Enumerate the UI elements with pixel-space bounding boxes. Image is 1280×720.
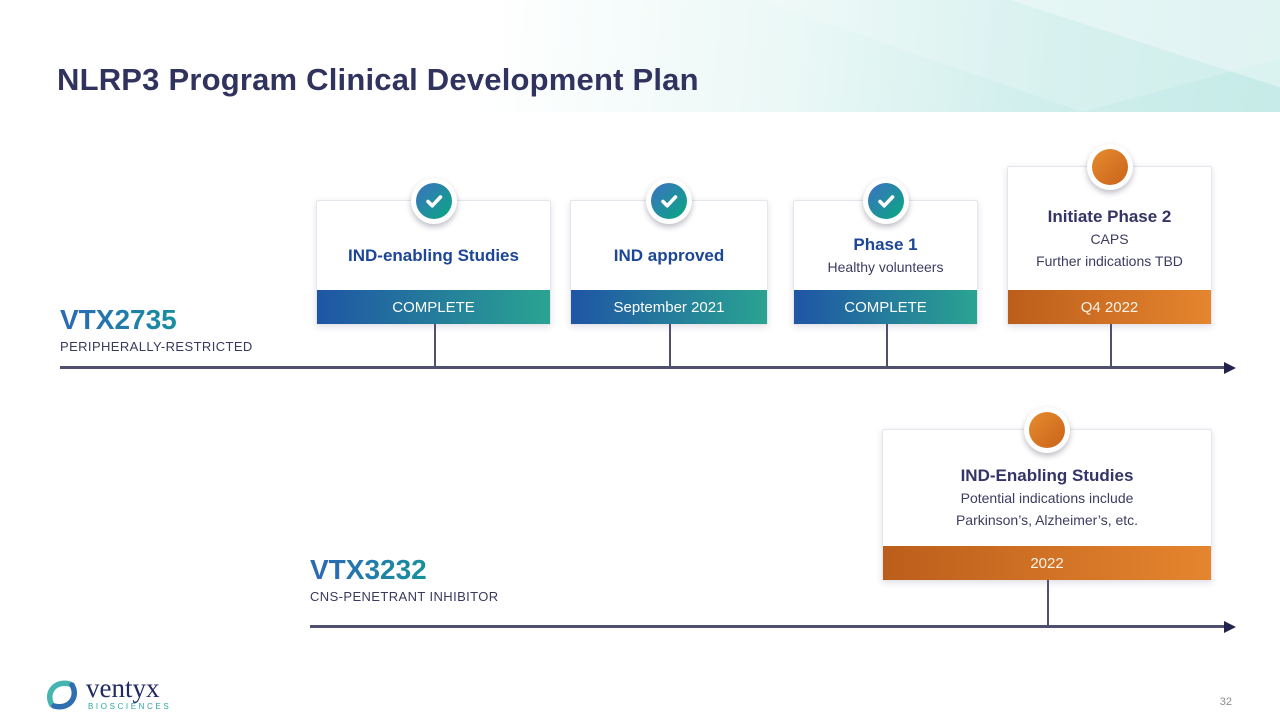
milestone-card-phase1: Phase 1 Healthy volunteers COMPLETE bbox=[793, 178, 978, 366]
status-banner: September 2021 bbox=[571, 290, 767, 324]
milestone-detail: Potential indications include bbox=[960, 490, 1134, 506]
program-label-vtx2735: VTX2735 PERIPHERALLY-RESTRICTED bbox=[60, 304, 253, 354]
program-subtitle: PERIPHERALLY-RESTRICTED bbox=[60, 339, 253, 354]
timeline-vtx3232 bbox=[310, 620, 1236, 633]
milestone-detail: Parkinson’s, Alzheimer’s, etc. bbox=[955, 512, 1139, 528]
program-subtitle: CNS-PENETRANT INHIBITOR bbox=[310, 589, 499, 604]
page-number: 32 bbox=[1219, 696, 1232, 708]
milestone-title: Initiate Phase 2 bbox=[1047, 206, 1172, 226]
status-banner: Q4 2022 bbox=[1008, 290, 1211, 324]
milestone-title: IND-enabling Studies bbox=[348, 245, 519, 265]
slide-title: NLRP3 Program Clinical Development Plan bbox=[57, 62, 699, 97]
status-banner: COMPLETE bbox=[794, 290, 977, 324]
milestone-card-ind-approved: IND approved September 2021 bbox=[570, 178, 768, 366]
timeline-connector bbox=[1109, 324, 1112, 366]
program-name: VTX2735 bbox=[60, 304, 253, 336]
check-icon bbox=[646, 178, 692, 224]
program-name: VTX3232 bbox=[310, 554, 499, 586]
brand-subtitle: BIOSCIENCES bbox=[88, 702, 172, 711]
status-banner: COMPLETE bbox=[317, 290, 550, 324]
milestone-detail: Healthy volunteers bbox=[827, 258, 944, 275]
milestone-title: IND approved bbox=[613, 245, 725, 265]
header-decoration bbox=[0, 0, 1280, 112]
timeline-connector bbox=[885, 324, 888, 366]
check-icon bbox=[410, 178, 457, 224]
brand-name: ventyx bbox=[86, 673, 160, 703]
milestone-card-ind-enabling-vtx3232: IND-Enabling Studies Potential indicatio… bbox=[882, 407, 1212, 625]
milestone-title: IND-Enabling Studies bbox=[960, 466, 1134, 485]
milestone-detail: Further indications TBD bbox=[1036, 252, 1183, 269]
ventyx-logo: ventyx BIOSCIENCES bbox=[44, 673, 172, 714]
timeline-vtx2735 bbox=[60, 361, 1236, 374]
status-banner: 2022 bbox=[883, 546, 1211, 580]
milestone-title: Phase 1 bbox=[853, 234, 918, 254]
ventyx-swirl-icon bbox=[47, 680, 77, 710]
milestone-card-ind-enabling: IND-enabling Studies COMPLETE bbox=[316, 178, 551, 366]
milestone-card-phase2: Initiate Phase 2 CAPS Further indication… bbox=[1007, 144, 1212, 366]
arrow-right-icon bbox=[1224, 620, 1236, 633]
circle-icon bbox=[1024, 407, 1070, 453]
program-label-vtx3232: VTX3232 CNS-PENETRANT INHIBITOR bbox=[310, 554, 499, 604]
timeline-connector bbox=[433, 324, 436, 366]
check-icon bbox=[862, 178, 909, 224]
milestone-detail: CAPS bbox=[1090, 230, 1129, 247]
timeline-connector bbox=[1047, 580, 1049, 625]
circle-icon bbox=[1086, 144, 1133, 190]
arrow-right-icon bbox=[1224, 361, 1236, 374]
timeline-connector bbox=[669, 324, 671, 366]
